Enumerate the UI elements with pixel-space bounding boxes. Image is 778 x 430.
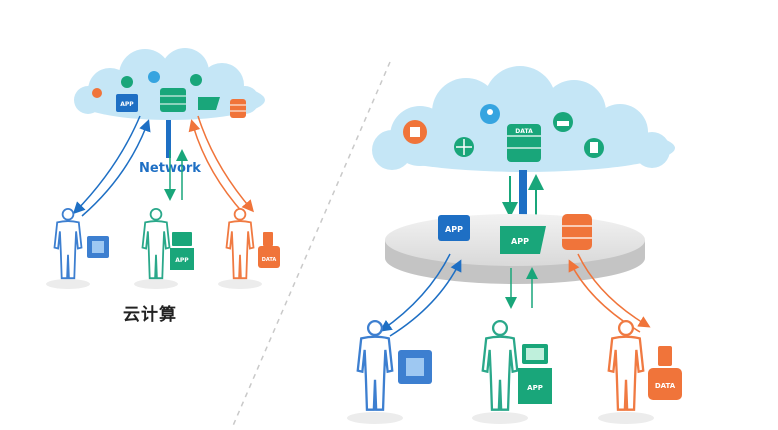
right-data-device-icon: DATA [648, 346, 682, 400]
left-location-icon [148, 71, 160, 83]
right-platform-storage-icon [562, 214, 592, 250]
right-weather-icon [553, 112, 573, 132]
right-user-orange [598, 319, 654, 424]
left-app-icon [116, 94, 138, 112]
right-document-icon [584, 138, 604, 158]
left-app-tile-icon [198, 97, 220, 110]
right-platform-app-icon: APP [438, 215, 470, 241]
diagram-divider [231, 61, 391, 429]
right-folder-icon [403, 120, 427, 144]
right-terminal-label: APP [527, 384, 543, 392]
left-terminal-icon: APP [170, 232, 194, 270]
left-chip-icon [87, 236, 109, 258]
right-user-blue [347, 319, 403, 424]
right-platform-app-label: APP [445, 225, 463, 234]
right-user-green [472, 319, 528, 424]
right-green-arrows [505, 267, 538, 309]
left-user-green [134, 207, 178, 289]
right-diagram: DATA APP APP [347, 66, 682, 424]
left-terminal-label: APP [175, 257, 189, 264]
right-cloud-data-label: DATA [515, 128, 533, 135]
left-diagram: APP Network [46, 48, 280, 289]
left-orange-arrows [188, 115, 254, 215]
left-user-orange [218, 207, 262, 289]
right-trunk-green-arrows [502, 174, 544, 218]
left-blue-arrows [72, 115, 151, 217]
right-platform-app-tile-icon: APP [500, 226, 546, 254]
left-network-trunk [166, 120, 171, 158]
diagram-caption: 云计算 [123, 305, 177, 325]
right-database-icon: DATA [507, 124, 541, 162]
left-data-label: DATA [262, 257, 277, 263]
left-weather-icon [190, 74, 202, 86]
right-cloud-trunk [519, 170, 527, 222]
left-green-arrows [164, 149, 188, 201]
left-orange-dot-icon [92, 88, 102, 98]
left-database-icon [160, 88, 186, 112]
right-chip-icon [398, 350, 432, 384]
right-location-icon [480, 104, 500, 124]
left-user-blue [46, 207, 90, 289]
left-globe-icon [121, 76, 133, 88]
left-storage-icon [230, 99, 246, 118]
right-device-data-label: DATA [655, 382, 676, 390]
left-app-label: APP [120, 101, 134, 108]
right-blue-arrows [379, 253, 462, 337]
right-terminal-icon: APP [518, 344, 552, 404]
right-platform-app-tile-label: APP [511, 237, 529, 246]
left-data-device-icon: DATA [258, 232, 280, 268]
right-globe-icon [454, 137, 474, 157]
